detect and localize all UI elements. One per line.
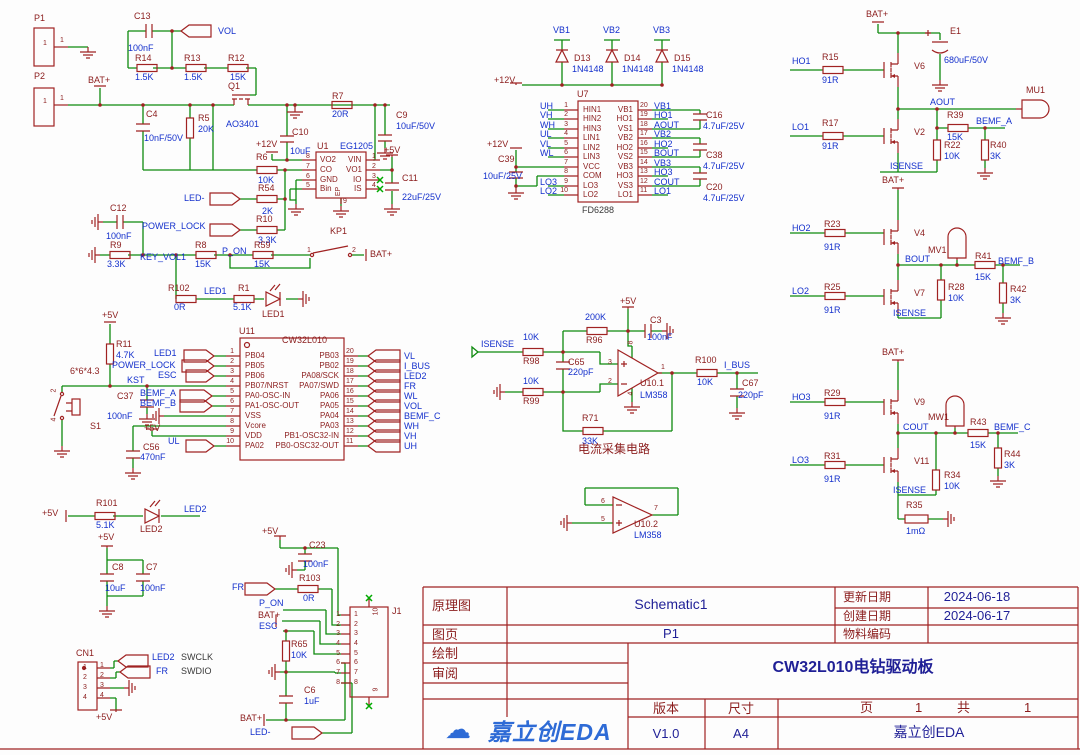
resistor-icon bbox=[94, 63, 1008, 662]
u11-body bbox=[239, 337, 345, 461]
tb-create-value: 2024-06-17 bbox=[943, 608, 1011, 623]
title-block-borders bbox=[0, 586, 1080, 750]
tb-sheet-label: 图页 bbox=[432, 627, 459, 642]
pmos-icon bbox=[232, 94, 250, 105]
tb-schematic-label: 原理图 bbox=[432, 598, 472, 613]
no-connect-icons bbox=[365, 176, 384, 710]
tb-update-label: 更新日期 bbox=[843, 590, 892, 604]
tb-total-value: 1 bbox=[1024, 700, 1032, 715]
diode-icon bbox=[555, 48, 669, 63]
cloud-icon: ☁ bbox=[445, 714, 471, 744]
tb-draw-label: 绘制 bbox=[432, 646, 459, 661]
tb-board-title: CW32L010电钻驱动板 bbox=[772, 659, 934, 676]
net-flag-icon bbox=[117, 24, 401, 740]
junction-dots bbox=[98, 29, 1005, 722]
tb-create-label: 创建日期 bbox=[843, 609, 892, 623]
tb-page-value: 1 bbox=[915, 700, 923, 715]
cn1-body bbox=[77, 661, 98, 711]
j1-body bbox=[349, 606, 389, 698]
power-flag-icon bbox=[65, 21, 904, 726]
polarized-cap-icon bbox=[925, 30, 949, 54]
tb-material-label: 物料编码 bbox=[843, 627, 892, 641]
tb-company: 嘉立创EDA bbox=[893, 724, 965, 740]
led-icon bbox=[144, 283, 282, 524]
tb-size-value: A4 bbox=[733, 726, 749, 741]
opamp-icon bbox=[612, 496, 654, 534]
kp1-switch-icon bbox=[309, 245, 353, 258]
tb-sheet-value: P1 bbox=[663, 626, 679, 641]
tb-schematic-value: Schematic1 bbox=[634, 596, 708, 612]
opamp-icon bbox=[617, 348, 662, 398]
p2-body bbox=[33, 87, 55, 127]
logo-text: 嘉立创EDA bbox=[488, 719, 612, 745]
symbol-layer bbox=[33, 21, 1050, 740]
p1-body bbox=[33, 27, 55, 67]
isense-flag-icon bbox=[471, 345, 480, 359]
tb-size-label: 尺寸 bbox=[727, 701, 755, 716]
mv1-body bbox=[947, 227, 967, 260]
u1-body bbox=[315, 151, 367, 199]
tb-total-label: 共 bbox=[957, 700, 971, 715]
u11-pin1-dot bbox=[243, 341, 251, 349]
tb-version-label: 版本 bbox=[652, 701, 680, 716]
tb-page-label: 页 bbox=[860, 700, 874, 715]
capacitor-icon bbox=[100, 24, 744, 704]
tb-update-value: 2024-06-18 bbox=[943, 589, 1011, 604]
mu1-body bbox=[1016, 99, 1050, 119]
s1-button-icon bbox=[53, 391, 81, 421]
mw1-body bbox=[945, 395, 965, 428]
tb-review-label: 审阅 bbox=[432, 666, 459, 681]
tb-version-value: V1.0 bbox=[652, 726, 680, 741]
u7-body bbox=[577, 100, 639, 203]
